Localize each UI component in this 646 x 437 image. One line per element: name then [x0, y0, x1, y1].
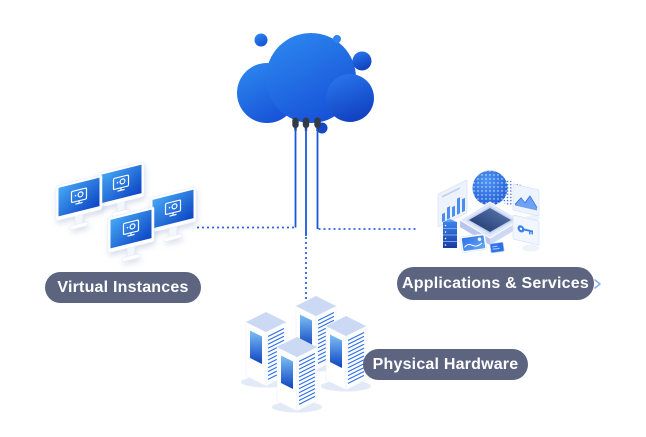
cloud-plug-icons [292, 117, 321, 131]
key-panel-icon [512, 214, 540, 246]
cloud-icon [237, 33, 374, 134]
bar-chart-panel-icon [437, 179, 468, 228]
dotted-globe-icon [472, 170, 508, 206]
image-card-icon [459, 233, 488, 253]
area-chart-panel-icon [512, 183, 540, 217]
chip-platform-icon [459, 201, 521, 245]
cloud-cables [294, 129, 319, 236]
virtual-instances-label: Virtual Instances [45, 272, 201, 303]
physical-hardware-label: Physical Hardware [363, 349, 528, 380]
applications-services-isometric-icon [437, 170, 540, 254]
applications-services-label: Applications & Services [397, 267, 594, 300]
chevron-right-icon [594, 279, 601, 289]
virtual-instances-monitors-icon [55, 160, 197, 267]
server-towers-icon [240, 295, 372, 414]
dotted-connectors [197, 226, 417, 299]
chip-card-icon [489, 241, 505, 254]
mini-server-stack-icon [443, 219, 457, 248]
